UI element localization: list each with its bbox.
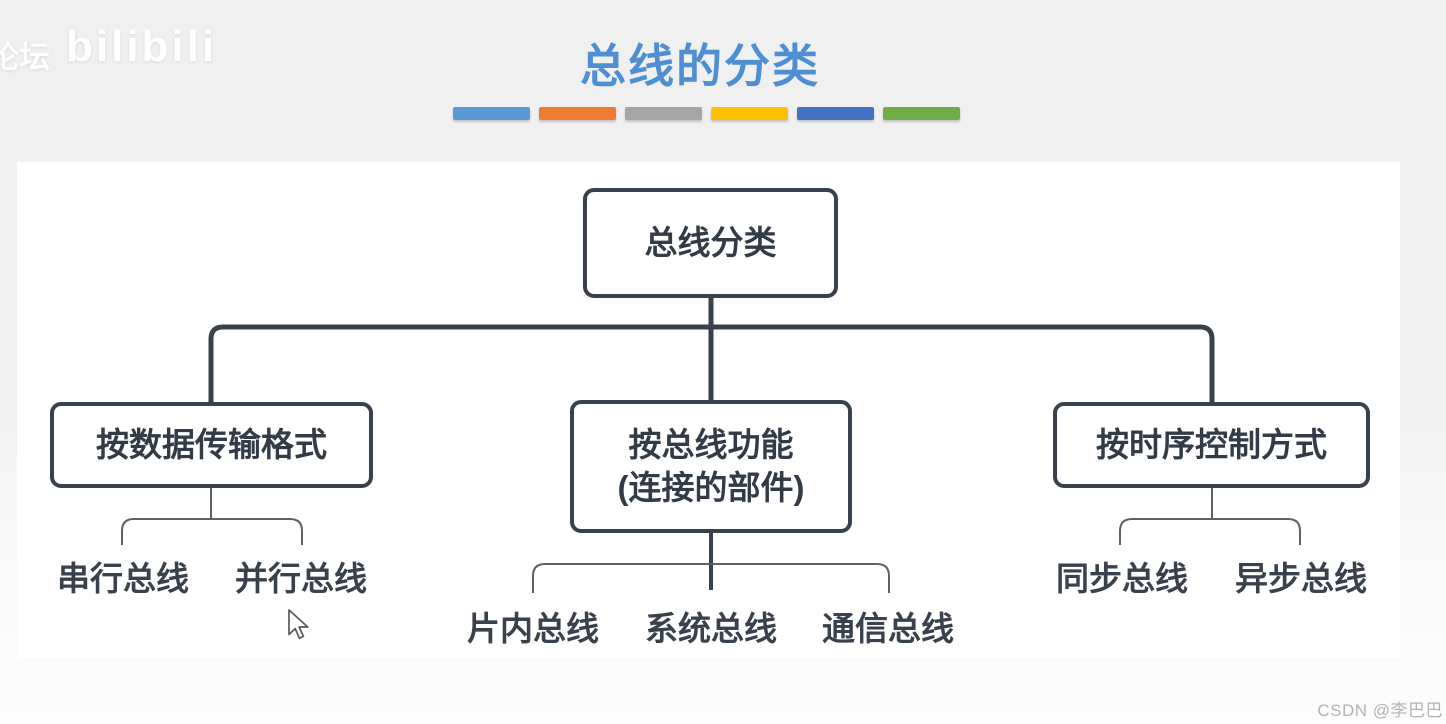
csdn-credit-watermark: CSDN @李巴巴 [1317,701,1443,720]
root-node-label: 总线分类 [644,223,777,261]
leaf-synchronous-bus: 同步总线 [1056,560,1188,597]
accent-bar-darkblue [797,107,874,120]
accent-bar-orange [539,107,616,120]
forum-watermark-text: 论坛 [0,40,50,75]
leaf-serial-bus: 串行总线 [57,560,189,597]
branch-node-label: 按时序控制方式 [1096,425,1327,463]
accent-bar-green [883,107,960,120]
branch-node-label-line2: (连接的部件) [617,468,805,506]
accent-bar-gold [711,107,788,120]
branch-node-label-line1: 按总线功能 [628,425,794,463]
root-node-bus-classification: 总线分类 [583,188,838,298]
leaf-communication-bus: 通信总线 [822,610,954,647]
leaf-on-chip-bus: 片内总线 [467,610,599,647]
leaf-asynchronous-bus: 异步总线 [1235,560,1367,597]
slide-title: 总线的分类 [580,39,820,93]
branch-node-bus-function: 按总线功能 (连接的部件) [570,400,852,533]
branch-node-timing-control: 按时序控制方式 [1053,402,1370,488]
mouse-cursor-icon [288,609,309,640]
bilibili-logo: bilibili [66,22,218,71]
accent-bar-blue [453,107,530,120]
branch-node-label: 按数据传输格式 [96,425,327,463]
leaf-system-bus: 系统总线 [645,610,777,647]
accent-bar-gray [625,107,702,120]
branch-node-data-transfer-format: 按数据传输格式 [50,402,373,488]
title-accent-bars [453,107,960,120]
leaf-parallel-bus: 并行总线 [235,560,367,597]
